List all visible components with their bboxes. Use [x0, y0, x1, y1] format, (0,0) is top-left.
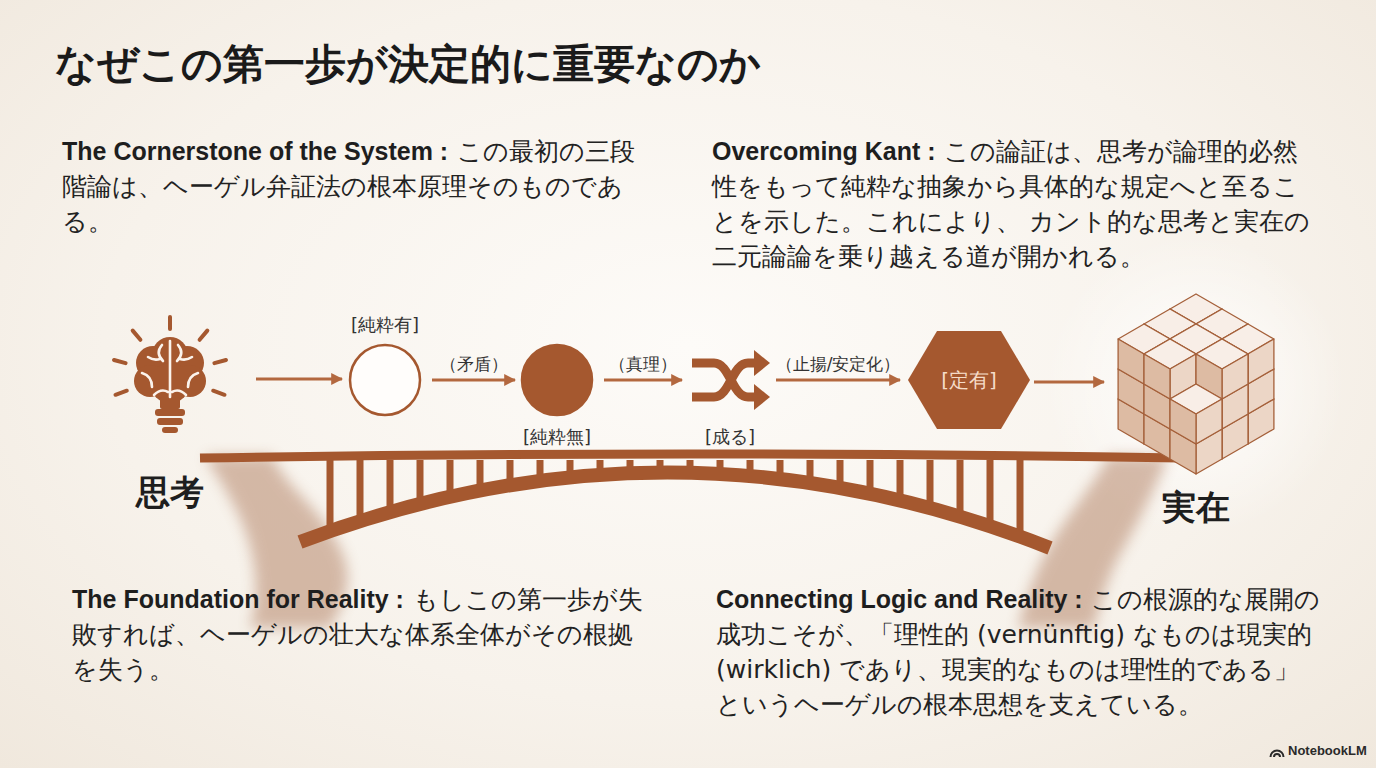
- node-caption: 実在: [1162, 487, 1230, 527]
- node-label: [定有]: [906, 329, 1032, 431]
- edge-label: （矛盾）: [440, 354, 508, 375]
- filled-circle: [522, 345, 592, 415]
- slide-title: なぜこの第一歩が決定的に重要なのか: [55, 40, 761, 89]
- bridge-deck: [200, 454, 1180, 458]
- light-ray: [200, 331, 208, 340]
- watermark: NotebookLM: [1288, 743, 1367, 759]
- light-ray: [133, 331, 141, 340]
- edge-label: （真理）: [609, 354, 677, 375]
- flow-arrow: [604, 379, 682, 382]
- disc-shape: [520, 343, 594, 417]
- point-block: The Cornerstone of the System :この最初の三段階論…: [62, 134, 644, 239]
- bulb-base: [157, 418, 183, 425]
- cube-face: [1118, 339, 1144, 384]
- point-block: The Foundation for Reality :もしこの第一歩が失敗すれ…: [72, 582, 648, 687]
- light-ray: [168, 317, 172, 329]
- crossing-arrow-head: [754, 384, 770, 410]
- node-caption: [純粋無]: [523, 426, 591, 448]
- brain-fold: [188, 373, 198, 387]
- point-heading: The Foundation for Reality :: [72, 585, 404, 613]
- crossing-arrow: [692, 363, 756, 397]
- flow-arrow: [256, 378, 342, 381]
- cube-face: [1248, 339, 1274, 384]
- point-block: Connecting Logic and Reality :この根源的な展開の成…: [716, 582, 1322, 722]
- point-block: Overcoming Kant :この論証は、思考が論理的必然性をもって純粋な抽…: [712, 134, 1318, 274]
- reality-cubes: 実在: [1112, 293, 1280, 475]
- crossing-arrow: [692, 363, 756, 397]
- brain-fold: [154, 391, 168, 395]
- brain-fold: [172, 391, 186, 395]
- brain-fold: [142, 373, 152, 387]
- point-heading: Overcoming Kant :: [712, 137, 936, 165]
- cube-face: [1222, 354, 1248, 399]
- bulb-base: [155, 409, 185, 416]
- watermark-logo: [1269, 744, 1285, 758]
- light-ray: [116, 391, 127, 395]
- ring-shape: [348, 343, 422, 417]
- light-ray: [214, 360, 226, 363]
- outline-circle: [350, 345, 420, 415]
- cubes-shape: [1112, 293, 1280, 475]
- bulb-base: [160, 397, 180, 409]
- bulb-base: [162, 427, 178, 433]
- becoming-icon: [成る]: [690, 345, 770, 415]
- flow-arrow: [776, 379, 900, 382]
- cube-face: [1144, 354, 1170, 399]
- light-ray: [114, 360, 126, 363]
- point-heading: The Cornerstone of the System :: [62, 137, 448, 165]
- edge-label: （止揚/安定化）: [776, 354, 901, 375]
- brain-fold: [148, 357, 160, 360]
- cube-face: [1196, 399, 1222, 444]
- cube-face: [1170, 399, 1196, 444]
- bridge-struts: [330, 460, 1020, 532]
- bridge-arch: [300, 472, 1050, 548]
- pure-nothing-circle: [純粋無]: [520, 343, 594, 417]
- brain-shape: [100, 315, 240, 441]
- pure-being-circle: [純粋有]: [348, 343, 422, 417]
- light-ray: [213, 391, 224, 395]
- thought-icon: 思考: [100, 315, 240, 441]
- shuffle-shape: [690, 345, 770, 415]
- node-caption: [純粋有]: [351, 314, 419, 336]
- node-caption: 思考: [136, 472, 204, 512]
- node-caption: [成る]: [705, 426, 755, 448]
- flow-arrow: [432, 379, 515, 382]
- determinate-being-hexagon: [定有]: [906, 329, 1032, 431]
- flow-arrow: [1034, 381, 1104, 384]
- brain-fold: [180, 357, 192, 360]
- brain-fold: [169, 341, 172, 397]
- point-heading: Connecting Logic and Reality :: [716, 585, 1083, 613]
- crossing-arrow-head: [754, 350, 770, 376]
